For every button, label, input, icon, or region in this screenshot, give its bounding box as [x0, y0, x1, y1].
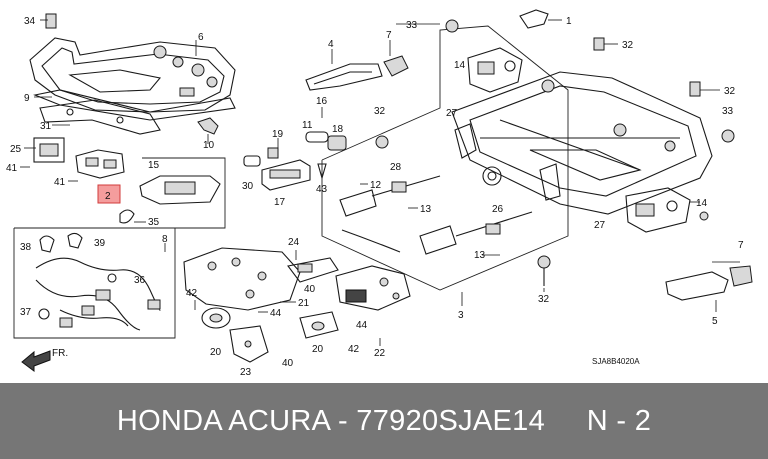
callout-7b: 7: [738, 240, 744, 251]
callout-40b: 40: [282, 358, 294, 369]
callout-40a: 40: [304, 284, 316, 295]
callout-30: 30: [242, 181, 254, 192]
callout-27a: 27: [446, 108, 458, 119]
callout-37: 37: [20, 307, 32, 318]
callout-32a: 32: [374, 106, 386, 117]
part-number-text: HONDA ACURA - 77920SJAE14 N - 2: [116, 404, 652, 437]
callout-18: 18: [332, 124, 344, 135]
callout-13a: 13: [420, 204, 432, 215]
motor-box-3-drawing: [321, 25, 569, 291]
callout-42a: 42: [186, 288, 198, 299]
knob-19-drawing: [267, 147, 279, 159]
callout-36: 36: [134, 275, 146, 286]
callout-43: 43: [316, 184, 328, 195]
callout-1: 1: [566, 16, 572, 27]
cover-7-drawing: [383, 55, 409, 77]
callout-14b: 14: [696, 198, 708, 209]
callout-11: 11: [302, 120, 313, 131]
callout-12: 12: [370, 180, 382, 191]
callout-13b: 13: [474, 250, 486, 261]
sensor-32b-drawing: [375, 135, 389, 149]
clip-1-drawing: [519, 9, 549, 29]
callout-31: 31: [40, 121, 52, 132]
callout-26: 26: [492, 204, 504, 215]
callout-41b: 41: [54, 177, 66, 188]
clip-10-drawing: [197, 117, 219, 135]
switch-knobs-16-drawing: [305, 131, 347, 151]
callout-19: 19: [272, 129, 284, 140]
callout-28: 28: [390, 162, 402, 173]
seat-pan-bracket-drawing: [39, 99, 161, 135]
seat-frame-drawing: [451, 71, 713, 215]
front-direction-label: FR.: [52, 348, 68, 359]
callout-23: 23: [240, 367, 252, 378]
diagram-reference-code: SJA8B4020A: [592, 357, 640, 366]
bolts-drawing: [45, 13, 735, 221]
control-unit-15-drawing: [139, 157, 226, 229]
callout-5: 5: [712, 316, 718, 327]
callout-16: 16: [316, 96, 328, 107]
track-cover-5-drawing: [665, 265, 753, 301]
recliner-motor-lower-drawing: [625, 187, 691, 233]
seat-parts-diagram: 34 6 9 31 25 41 41 2 10 15 35 8 38 39 36…: [6, 9, 753, 378]
bracket-25-drawing: [33, 137, 65, 163]
callout-9: 9: [24, 93, 30, 104]
callout-25: 25: [10, 144, 22, 155]
recliner-motor-upper-drawing: [467, 47, 523, 93]
switch-17-drawing: [261, 159, 311, 191]
callout-20a: 20: [210, 347, 222, 358]
callout-32c: 32: [724, 86, 736, 97]
highlighted-part-marker: [97, 184, 121, 204]
callout-42b: 42: [348, 344, 360, 355]
callout-8: 8: [162, 234, 168, 245]
callout-7a: 7: [386, 30, 392, 41]
harness-24-21-drawing: [183, 247, 339, 311]
part-number-banner: HONDA ACURA - 77920SJAE14 N - 2: [0, 383, 768, 459]
callout-2: 2: [105, 191, 111, 202]
callout-35: 35: [148, 217, 160, 228]
callout-41a: 41: [6, 163, 18, 174]
callout-labels: 34 6 9 31 25 41 41 2 10 15 35 8 38 39 36…: [6, 16, 744, 378]
front-direction-arrow: [21, 350, 51, 372]
callout-10: 10: [203, 140, 215, 151]
callout-44a: 44: [270, 308, 282, 319]
seat-cushion-frame-drawing: [29, 37, 236, 121]
callout-32d: 32: [538, 294, 550, 305]
callout-17: 17: [274, 197, 286, 208]
callout-24: 24: [288, 237, 300, 248]
callout-33a: 33: [406, 20, 418, 31]
callout-3: 3: [458, 310, 464, 321]
callout-14a: 14: [454, 60, 466, 71]
clip-35-drawing: [119, 209, 135, 224]
callout-4: 4: [328, 39, 334, 50]
callout-39: 39: [94, 238, 106, 249]
wire-harness-8-drawing: [13, 227, 176, 372]
sensor-32-drawing: [537, 255, 551, 286]
callout-27b: 27: [594, 220, 606, 231]
callout-21: 21: [298, 298, 310, 309]
callout-44b: 44: [356, 320, 368, 331]
knob-30-drawing: [243, 155, 261, 167]
callout-33b: 33: [722, 106, 734, 117]
bracket-23-drawing: [229, 325, 269, 363]
callout-20b: 20: [312, 344, 324, 355]
callout-6: 6: [198, 32, 204, 43]
callout-34: 34: [24, 16, 36, 27]
callout-15: 15: [148, 160, 160, 171]
position-sensor-20-drawing: [201, 307, 339, 339]
callout-32b: 32: [622, 40, 634, 51]
seat-track-cover-4-drawing: [305, 63, 383, 91]
callout-38: 38: [20, 242, 32, 253]
switch-assembly-2-drawing: [75, 149, 125, 204]
leader-lines: [20, 19, 740, 346]
harness-22-drawing: [335, 265, 411, 311]
callout-22: 22: [374, 348, 386, 359]
